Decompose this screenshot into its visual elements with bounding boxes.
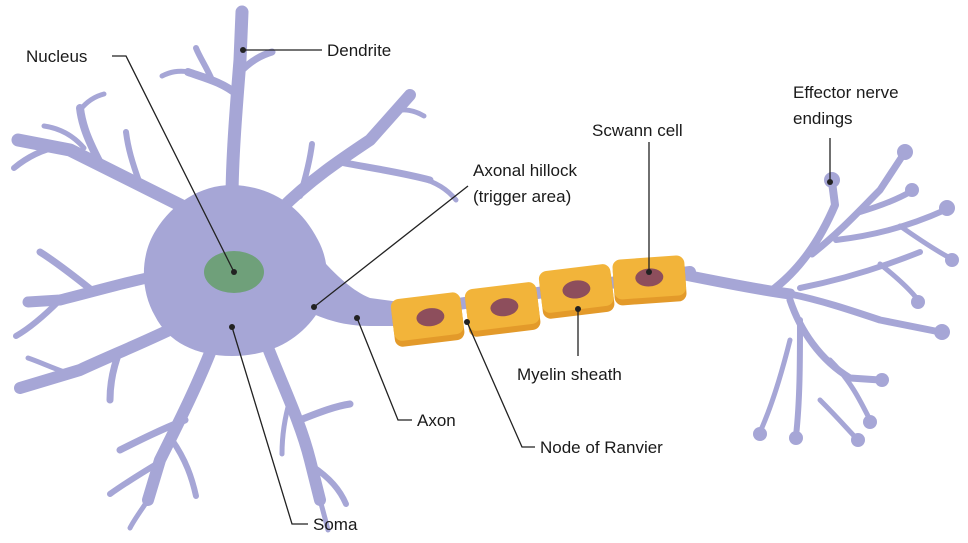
myelin-sheath xyxy=(390,255,687,348)
label-effector-sub: endings xyxy=(793,109,853,128)
label-axonal-hillock-sub: (trigger area) xyxy=(473,187,571,206)
label-schwann-cell: Scwann cell xyxy=(592,121,683,140)
label-dendrite: Dendrite xyxy=(327,41,391,60)
label-soma: Soma xyxy=(313,515,358,534)
schwann-cell xyxy=(390,291,465,347)
leader-node-of-ranvier xyxy=(467,322,535,447)
schwann-cell xyxy=(464,281,541,337)
leader-axonal-hillock xyxy=(314,186,468,307)
label-effector: Effector nerve xyxy=(793,83,899,102)
label-node-of-ranvier: Node of Ranvier xyxy=(540,438,663,457)
label-axonal-hillock: Axonal hillock xyxy=(473,161,577,180)
label-nucleus: Nucleus xyxy=(26,47,87,66)
label-myelin-sheath: Myelin sheath xyxy=(517,365,622,384)
label-axon: Axon xyxy=(417,411,456,430)
